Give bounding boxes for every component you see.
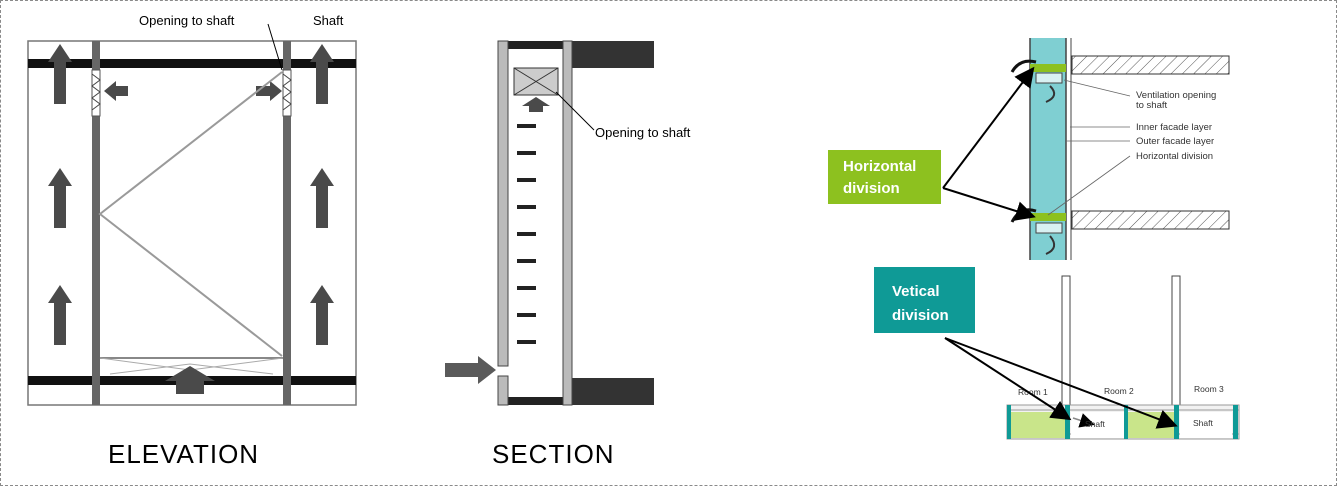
callout-inner-facade: Inner facade layer [1136, 122, 1212, 133]
facade-detail: Ventilation opening to shaft Inner facad… [828, 38, 1240, 440]
detail-slab-top [1071, 55, 1230, 75]
opening-right [282, 69, 292, 117]
detail-slab-bottom [1071, 210, 1230, 230]
mullion-right [283, 41, 291, 405]
airflow-zigzag [98, 71, 283, 357]
vertical-division-box-line2: division [892, 307, 949, 324]
vertical-division-box-line1: Vetical [892, 283, 940, 300]
horizontal-division-box-line1: Horizontal [843, 158, 916, 175]
mullion-left [92, 41, 100, 405]
elevation-drawing: Opening to shaft Shaft ELEVATION [27, 13, 357, 469]
section-title: SECTION [492, 439, 615, 469]
room-2-label: Room 2 [1104, 386, 1134, 396]
room-1-label: Room 1 [1018, 387, 1048, 397]
section-intake-arrow [445, 356, 496, 384]
elevation-shaft-label: Shaft [313, 13, 344, 28]
horizontal-division-top [1030, 64, 1066, 72]
section-slab-top [571, 41, 654, 68]
section-inner-facade [562, 40, 573, 406]
elevation-title: ELEVATION [108, 439, 259, 469]
horizontal-division-box-line2: division [843, 180, 900, 197]
arrow-into-left-opening [104, 81, 128, 101]
horizontal-division-box [828, 150, 941, 204]
callout-ventilation-line2: to shaft [1136, 100, 1168, 111]
section-opening-label: Opening to shaft [595, 125, 691, 140]
plan-green-1 [1011, 412, 1065, 438]
plan-shaft-2 [1180, 412, 1232, 438]
shaft-a-label: Shaft [1085, 419, 1105, 429]
horizontal-division-bottom [1030, 213, 1066, 221]
bottom-intake-arrow [165, 366, 215, 394]
right-up-arrows [310, 44, 334, 345]
callout-ventilation-line1: Ventilation opening [1136, 90, 1216, 101]
elevation-outline [27, 40, 357, 406]
vertical-division-box [874, 267, 975, 333]
callout-horizontal-division: Horizontal division [1136, 151, 1213, 162]
elevation-slab-top [28, 59, 356, 68]
section-outer-facade [497, 40, 509, 367]
section-drawing: Opening to shaft SECTION [445, 40, 691, 469]
elevation-opening-label: Opening to shaft [139, 13, 235, 28]
opening-left [91, 69, 101, 117]
left-up-arrows [48, 44, 72, 345]
section-slab-bottom [571, 378, 654, 405]
room-3-label: Room 3 [1194, 384, 1224, 394]
shaft-b-label: Shaft [1193, 418, 1213, 428]
section-dashes [517, 124, 536, 344]
callout-outer-facade: Outer facade layer [1136, 136, 1214, 147]
